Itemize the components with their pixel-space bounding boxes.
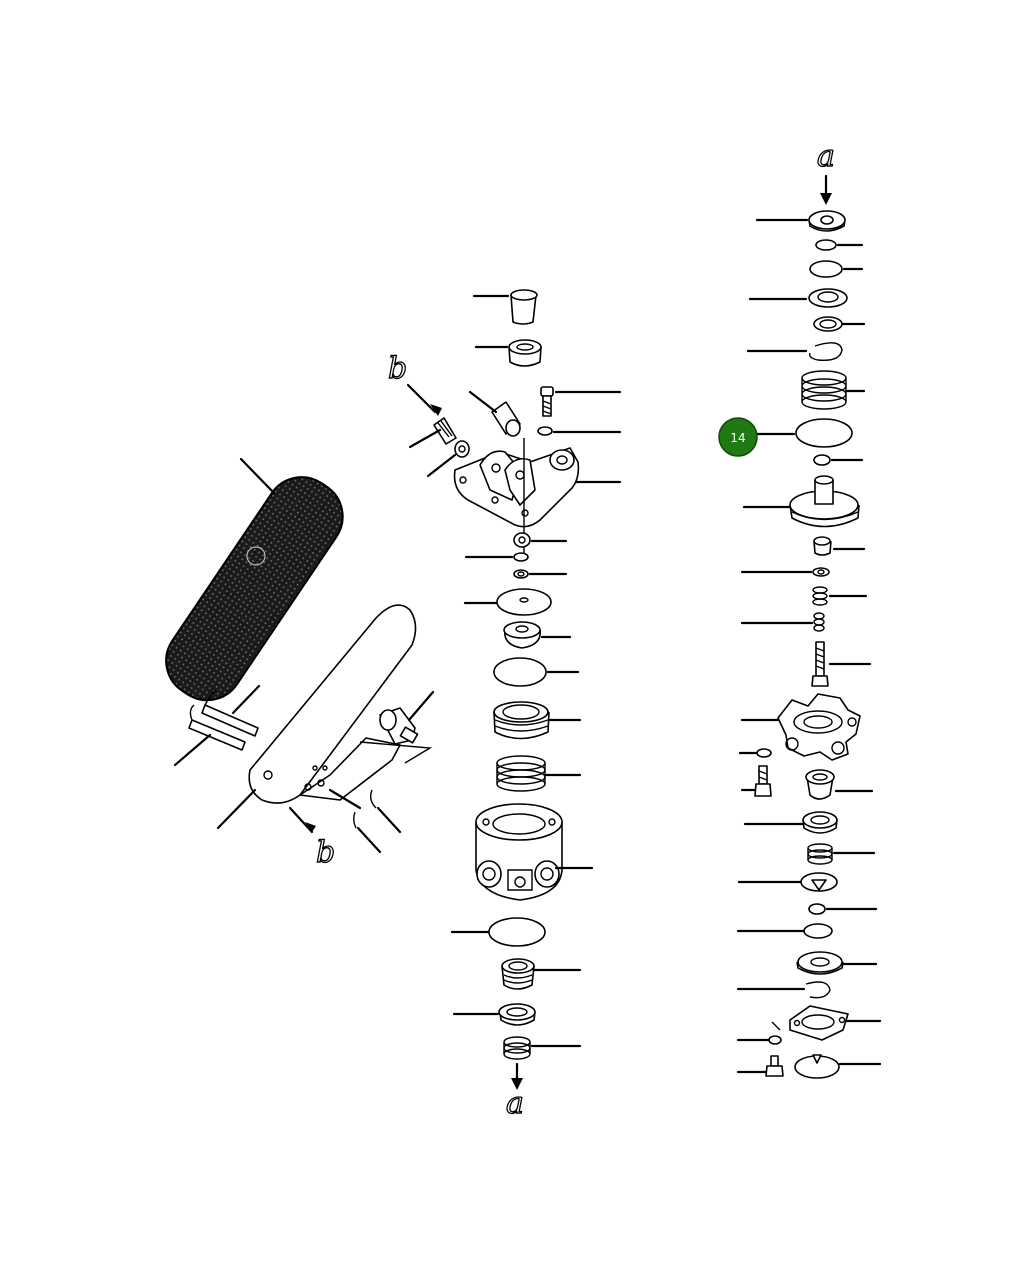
callout-badge-label: 14 bbox=[730, 431, 745, 445]
cotter-pins bbox=[353, 789, 377, 829]
wave-washer bbox=[813, 316, 843, 332]
o-ring-right-small bbox=[808, 903, 826, 915]
coil-spring bbox=[496, 755, 546, 792]
small-spring bbox=[503, 1036, 531, 1060]
stem-bolt bbox=[811, 641, 829, 687]
washer-small-a bbox=[513, 552, 529, 562]
view-ref-label-b-upper: b bbox=[388, 351, 407, 386]
o-ring-callout-14 bbox=[795, 418, 853, 448]
o-ring-lower bbox=[488, 917, 546, 947]
valve-body-right bbox=[777, 693, 861, 761]
spring-small-right-1 bbox=[812, 586, 828, 606]
spring-housing bbox=[493, 701, 550, 740]
plunger bbox=[508, 339, 542, 367]
o-ring-right-medium bbox=[803, 923, 833, 939]
snap-ring-upper bbox=[808, 342, 843, 361]
arrow-to-ref-b-lower bbox=[288, 806, 314, 834]
seal-ring bbox=[498, 1003, 536, 1026]
leader-line-tread bbox=[239, 457, 276, 495]
poppet bbox=[800, 872, 838, 892]
view-ref-label-a-lower: a bbox=[506, 1086, 524, 1121]
o-ring-small-2 bbox=[809, 260, 843, 278]
o-ring-large bbox=[493, 657, 547, 687]
valve-body-center bbox=[475, 803, 563, 901]
view-ref-label-b-lower: b bbox=[316, 835, 335, 870]
mounting-bracket bbox=[453, 447, 580, 528]
spring-seat-disc bbox=[496, 588, 552, 616]
dust-cap bbox=[794, 1054, 840, 1079]
cap-screw bbox=[540, 386, 554, 417]
valve-disc bbox=[796, 951, 844, 975]
washer-right-2 bbox=[756, 748, 772, 758]
plunger-cap bbox=[510, 289, 538, 325]
valve-seal-right bbox=[802, 811, 838, 834]
piston-insert bbox=[813, 536, 832, 556]
retainer bbox=[503, 621, 541, 649]
set-screw bbox=[433, 417, 457, 445]
spring-right-lower bbox=[807, 843, 833, 865]
backup-ring bbox=[808, 288, 848, 308]
washer-small-b bbox=[513, 569, 529, 579]
pedal-stop-bolt bbox=[379, 707, 419, 745]
o-ring-tiny bbox=[813, 454, 831, 466]
screw-right bbox=[765, 1055, 784, 1077]
pedal-tread-pad bbox=[165, 476, 344, 702]
piston-assembly bbox=[789, 475, 860, 528]
pedal-arm bbox=[248, 604, 433, 804]
washer-right bbox=[812, 567, 830, 577]
washer-right-3 bbox=[768, 1035, 782, 1045]
o-ring-small-1 bbox=[815, 239, 837, 251]
view-ref-label-a-upper: a bbox=[817, 139, 835, 174]
spring-right-large bbox=[801, 370, 847, 410]
snap-ring-lower bbox=[805, 981, 831, 999]
callout-badge-14[interactable]: 14 bbox=[718, 417, 758, 457]
hex-nut bbox=[513, 532, 531, 548]
bolt-right bbox=[754, 765, 772, 797]
inlet-fitting bbox=[808, 210, 846, 232]
pedal-hinge-pins bbox=[188, 689, 259, 751]
lock-washer bbox=[537, 426, 553, 436]
lock-nut bbox=[454, 440, 470, 458]
valve-seat-insert bbox=[501, 958, 535, 990]
spring-small-right-2 bbox=[813, 612, 825, 632]
cover-plate bbox=[789, 1005, 849, 1041]
bushing bbox=[491, 401, 521, 437]
valve-guide bbox=[805, 769, 835, 800]
